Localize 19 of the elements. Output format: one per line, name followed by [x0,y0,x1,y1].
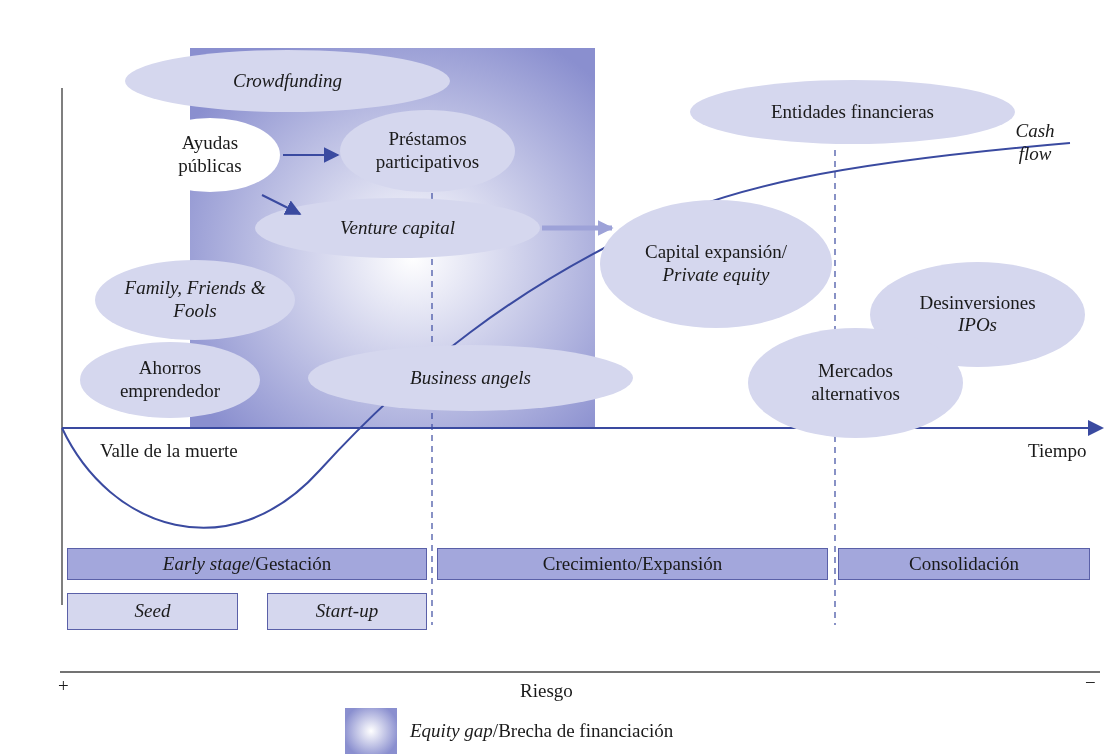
arrow [261,194,302,215]
legend-text: Equity gap/Brecha de financiación [410,720,674,742]
arrow [282,147,340,163]
stage-bar: Early stage/Gestación [67,548,427,580]
axis-end-sign: − [1085,672,1096,694]
funding-ellipse: Entidades financieras [690,80,1015,144]
curve-label: Cash flow [1014,120,1056,166]
axis-end-sign: + [58,675,69,697]
curve-label: Valle de la muerte [100,440,238,462]
axis-label: Riesgo [520,680,573,702]
funding-ellipse: Family, Friends & Fools [95,260,295,340]
stage-bar: Crecimiento/Expansión [437,548,828,580]
funding-ellipse: Capital expansión/ Private equity [600,200,832,328]
funding-ellipse: Ahorros emprendedor [80,342,260,418]
stage-bar: Consolidación [838,548,1090,580]
axis-label: Tiempo [1028,440,1087,462]
substage-bar: Start-up [267,593,427,630]
substage-bar: Seed [67,593,238,630]
arrow [542,220,614,236]
